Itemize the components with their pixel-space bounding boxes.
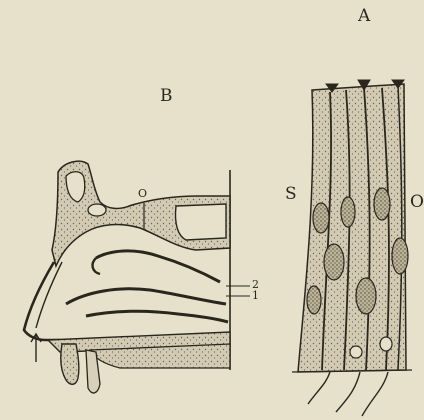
- nasal-cavity-diagram: [24, 161, 250, 393]
- small-sinus: [88, 204, 106, 216]
- epithelium-block: [298, 84, 406, 372]
- nucleus: [356, 278, 376, 314]
- panel-b-label: B: [160, 88, 173, 105]
- inferior-turbinate: [86, 311, 228, 322]
- nucleus: [313, 203, 329, 233]
- nucleus: [374, 188, 390, 220]
- nucleus: [380, 337, 392, 351]
- upper-lip: [61, 344, 79, 384]
- label-supporting-cells: S: [285, 186, 297, 203]
- sphenoid-sinus: [175, 204, 226, 240]
- panel-a-label: A: [358, 8, 370, 25]
- epithelium-diagram: [292, 80, 412, 416]
- superior-turbinate-tip: [93, 258, 100, 274]
- nerve-fiber-2: [336, 372, 360, 412]
- nucleus: [341, 197, 355, 227]
- nucleus: [324, 244, 344, 280]
- label-olfactory-region: O: [138, 188, 147, 199]
- middle-turbinate: [66, 289, 226, 304]
- superior-turbinate: [96, 251, 220, 282]
- nerve-fiber-1: [308, 372, 330, 404]
- nucleus: [392, 238, 408, 274]
- nerve-fiber-3: [362, 372, 388, 416]
- nucleus: [307, 286, 321, 314]
- nose-outline: [24, 262, 60, 340]
- label-1: 1: [252, 290, 259, 301]
- label-olfactory-cells: O: [410, 194, 424, 211]
- nucleus: [350, 346, 362, 358]
